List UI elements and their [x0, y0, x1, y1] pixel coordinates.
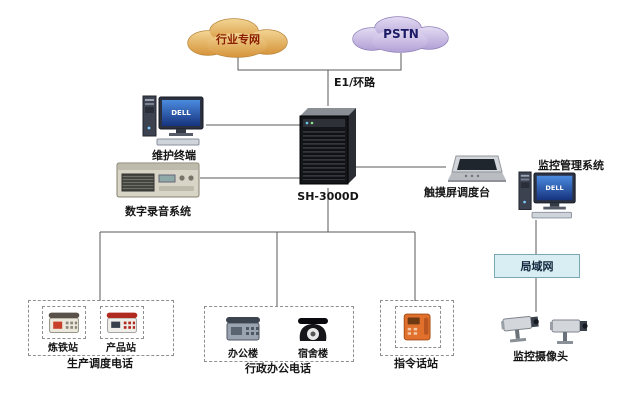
product-station-box — [100, 306, 144, 339]
recording-system-label: 数字录音系统 — [125, 205, 191, 218]
command-station-group — [380, 300, 454, 356]
rotary-phone-icon — [293, 314, 333, 348]
command-device-icon — [403, 313, 431, 341]
touchscreen-console-icon — [446, 150, 508, 188]
maintenance-terminal-label: 维护终端 — [152, 149, 196, 162]
admin-phones-title: 行政办公电话 — [245, 362, 311, 375]
office-phone-icon — [223, 314, 263, 348]
production-phones-title: 生产调度电话 — [67, 357, 133, 370]
camera-icon — [549, 313, 595, 353]
lan-box: 局域网 — [494, 254, 580, 278]
production-phones-group: 炼铁站 产品站 — [28, 300, 174, 356]
monitor-system-computer-icon: DELL — [518, 170, 578, 223]
camera-label: 监控摄像头 — [513, 350, 568, 363]
admin-phones-group: 办公楼 宿舍楼 — [204, 306, 354, 362]
industry-network-label: 行业专网 — [216, 33, 260, 46]
pstn-label: PSTN — [383, 27, 419, 41]
office-building-label: 办公楼 — [228, 349, 258, 360]
monitor-system-label: 监控管理系统 — [538, 159, 604, 172]
phone-icon — [48, 312, 80, 333]
cloud-shape-icon — [187, 18, 288, 58]
lan-label: 局域网 — [520, 260, 554, 273]
e1-trunk-label: E1/环路 — [334, 76, 376, 89]
iron-station-label: 炼铁站 — [48, 343, 78, 354]
command-station-title: 指令话站 — [394, 357, 438, 370]
pstn-cloud: PSTN — [348, 14, 454, 56]
command-device-box — [395, 306, 441, 348]
dormitory-label: 宿舍楼 — [298, 349, 328, 360]
camera-icon — [499, 308, 549, 353]
screen-brand-text: DELL — [545, 184, 563, 192]
iron-station-box — [42, 306, 86, 339]
industry-network-cloud: 行业专网 — [182, 16, 294, 60]
screen-brand-text: DELL — [171, 109, 191, 117]
recording-system-icon — [116, 160, 200, 204]
phone-icon — [106, 312, 138, 333]
server-label: SH-3000D — [297, 190, 359, 203]
product-station-label: 产品站 — [106, 343, 136, 354]
maintenance-terminal-icon: DELL — [142, 94, 206, 150]
touchscreen-console-label: 触摸屏调度台 — [424, 186, 490, 199]
cloud-shape-icon — [352, 16, 449, 53]
server-sh3000d-icon — [296, 106, 360, 192]
